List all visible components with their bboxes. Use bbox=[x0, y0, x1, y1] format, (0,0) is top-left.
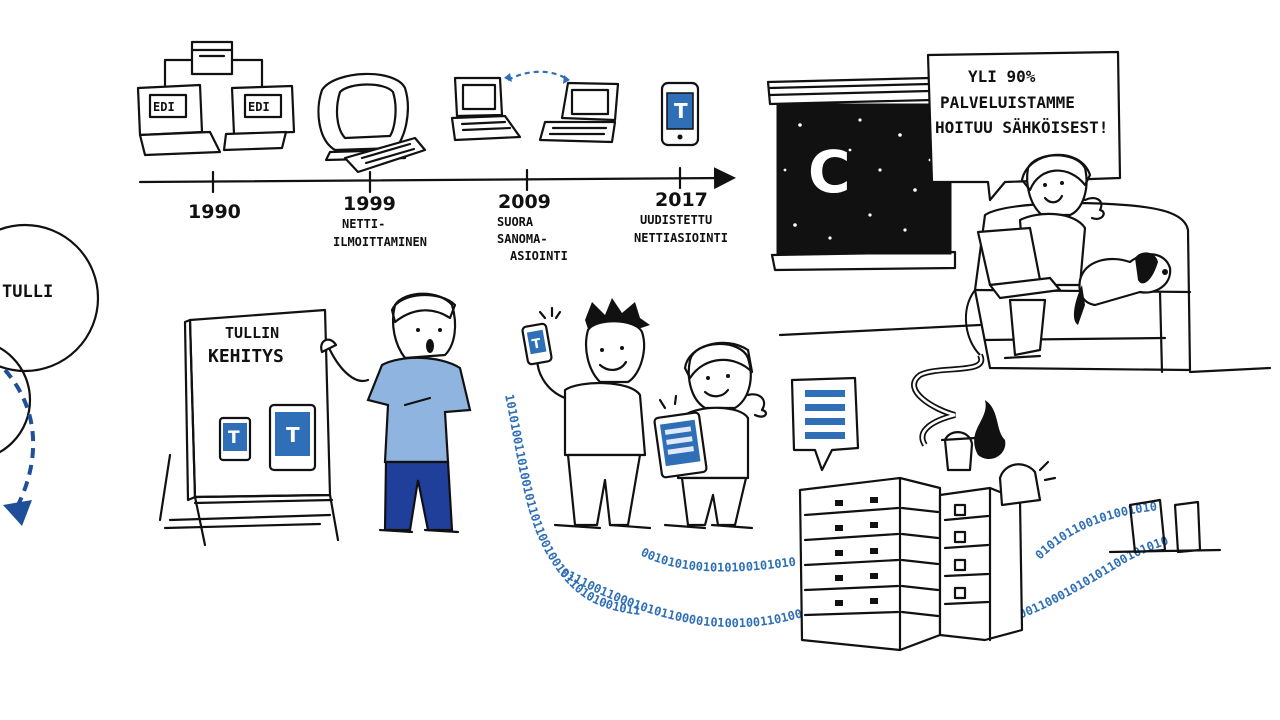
server-racks bbox=[798, 476, 1222, 652]
moon: C bbox=[808, 138, 851, 206]
caption-2009-line1: SUORA bbox=[497, 215, 534, 229]
speech-bubble-line2: PALVELUISTAMME bbox=[940, 93, 1075, 112]
laptop-right-base bbox=[538, 120, 617, 144]
year-label-2009: 2009 bbox=[498, 191, 551, 213]
laptop-right-screen bbox=[560, 81, 620, 122]
woman-laptop bbox=[976, 226, 1042, 287]
speech-bubble-line3: HOITUU SÄHKÖISEST! bbox=[935, 118, 1108, 137]
man-tshirt bbox=[563, 382, 647, 457]
tulli-circle bbox=[0, 223, 100, 373]
floor-line-right bbox=[1188, 366, 1272, 374]
year-label-1990: 1990 bbox=[188, 201, 241, 223]
smartphone-2017: T bbox=[660, 81, 700, 147]
caption-2017-line1: UUDISTETTU bbox=[640, 213, 712, 227]
edi-computers-1990: EDI EDI bbox=[136, 40, 296, 157]
partial-circle bbox=[0, 346, 32, 454]
year-label-2017: 2017 bbox=[655, 189, 708, 211]
laptops-2009 bbox=[450, 70, 620, 144]
caption-2017-line2: NETTIASIOINTI bbox=[634, 231, 728, 245]
timeline-axis bbox=[138, 167, 736, 190]
app-letter-board-tablet: T bbox=[286, 423, 300, 447]
smoke-cloud bbox=[974, 400, 1006, 460]
development-board: TULLIN KEHITYS T T bbox=[158, 308, 340, 547]
speech-bubble: YLI 90% PALVELUISTAMME HOITUU SÄHKÖISEST… bbox=[926, 50, 1122, 202]
caption-2009-line2: SANOMA- bbox=[497, 232, 548, 246]
floor-line bbox=[778, 323, 982, 337]
presenter-man bbox=[320, 292, 472, 534]
edi-label-right: EDI bbox=[248, 100, 270, 114]
server-workers bbox=[940, 400, 1057, 507]
board-title-line2: KEHITYS bbox=[208, 346, 284, 367]
woman-on-sofa bbox=[964, 153, 1192, 374]
caption-1999-line1: NETTI- bbox=[342, 217, 385, 231]
network-cable-inner bbox=[912, 354, 983, 446]
app-letter-man-phone: T bbox=[531, 336, 542, 352]
board-title-line1: TULLIN bbox=[225, 324, 279, 342]
edi-label-left: EDI bbox=[153, 100, 175, 114]
binary-stream-right: 00100110001010101100101010 bbox=[997, 533, 1170, 628]
edi-keyboard-left bbox=[138, 130, 222, 157]
dashed-arrow bbox=[3, 368, 36, 506]
data-transfer-arc bbox=[507, 70, 569, 81]
presenter-shirt bbox=[366, 356, 472, 464]
info-screen-bubble bbox=[790, 376, 860, 472]
speech-bubble-line1: YLI 90% bbox=[968, 67, 1036, 86]
woman-with-tablet bbox=[653, 341, 768, 530]
app-letter-phone-2017: T bbox=[674, 99, 688, 123]
caption-1999-line2: ILMOITTAMINEN bbox=[333, 235, 427, 249]
presenter-jeans bbox=[383, 460, 454, 532]
app-letter-board-phone: T bbox=[228, 428, 240, 448]
night-window: C bbox=[766, 76, 957, 272]
timeline: 1990 1999 NETTI- ILMOITTAMINEN 2009 SUOR… bbox=[138, 166, 736, 263]
dashed-arrow-head bbox=[3, 500, 32, 526]
man-with-phone: T bbox=[521, 298, 652, 530]
edi-keyboard-right bbox=[222, 130, 288, 152]
tulli-circle-group: TULLI bbox=[0, 223, 100, 526]
tulli-circle-label: TULLI bbox=[2, 282, 53, 302]
edi-server-box bbox=[190, 40, 234, 76]
year-label-1999: 1999 bbox=[343, 193, 396, 215]
crt-computer-1999 bbox=[317, 72, 427, 174]
laptop-left-screen bbox=[453, 76, 504, 118]
caption-2009-line3: ASIOINTI bbox=[510, 249, 568, 263]
